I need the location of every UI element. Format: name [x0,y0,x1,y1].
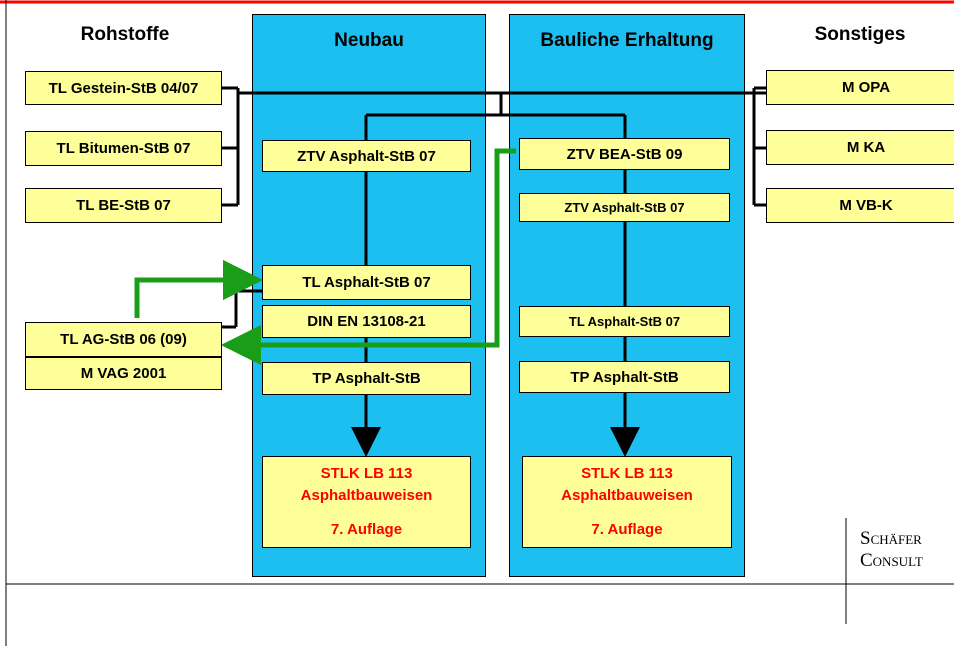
box-erhaltung-tl-asphalt: TL Asphalt-StB 07 [519,306,730,337]
box-tl-be: TL BE-StB 07 [25,188,222,223]
box-neubau-stlk: STLK LB 113 Asphaltbauweisen 7. Auflage [262,456,471,548]
neubau-stlk-line1: STLK LB 113 [320,465,413,482]
erhaltung-stlk-line1: STLK LB 113 [581,465,673,482]
box-neubau-din-en: DIN EN 13108-21 [262,305,471,338]
box-m-vbk: M VB-K [766,188,954,223]
header-neubau: Neubau [334,30,404,51]
box-erhaltung-stlk: STLK LB 113 Asphaltbauweisen 7. Auflage [522,456,732,548]
box-m-vag: M VAG 2001 [25,357,222,390]
logo-line2: Consult [860,550,923,571]
box-tl-bitumen: TL Bitumen-StB 07 [25,131,222,166]
logo-line1: Schäfer [860,528,922,549]
header-rohstoffe: Rohstoffe [80,24,170,45]
box-m-ka: M KA [766,130,954,165]
logo-schaefer-consult: Schäfer Consult [860,528,923,572]
box-erhaltung-tp-asphalt: TP Asphalt-StB [519,361,730,393]
header-sonstiges: Sonstiges [814,24,906,45]
erhaltung-stlk-line3: 7. Auflage [591,521,663,538]
neubau-stlk-line3: 7. Auflage [330,521,403,538]
box-tl-gestein: TL Gestein-StB 04/07 [25,71,222,105]
box-neubau-ztv-asphalt: ZTV Asphalt-StB 07 [262,140,471,172]
box-m-opa: M OPA [766,70,954,105]
box-erhaltung-ztv-asphalt: ZTV Asphalt-StB 07 [519,193,730,222]
erhaltung-stlk-line2: Asphaltbauweisen [561,487,693,504]
box-erhaltung-ztv-bea: ZTV BEA-StB 09 [519,138,730,170]
box-neubau-tp-asphalt: TP Asphalt-StB [262,362,471,395]
header-bauliche-erhaltung: Bauliche Erhaltung [540,30,714,51]
box-tl-ag: TL AG-StB 06 (09) [25,322,222,357]
box-neubau-tl-asphalt: TL Asphalt-StB 07 [262,265,471,300]
neubau-stlk-line2: Asphaltbauweisen [300,487,433,504]
